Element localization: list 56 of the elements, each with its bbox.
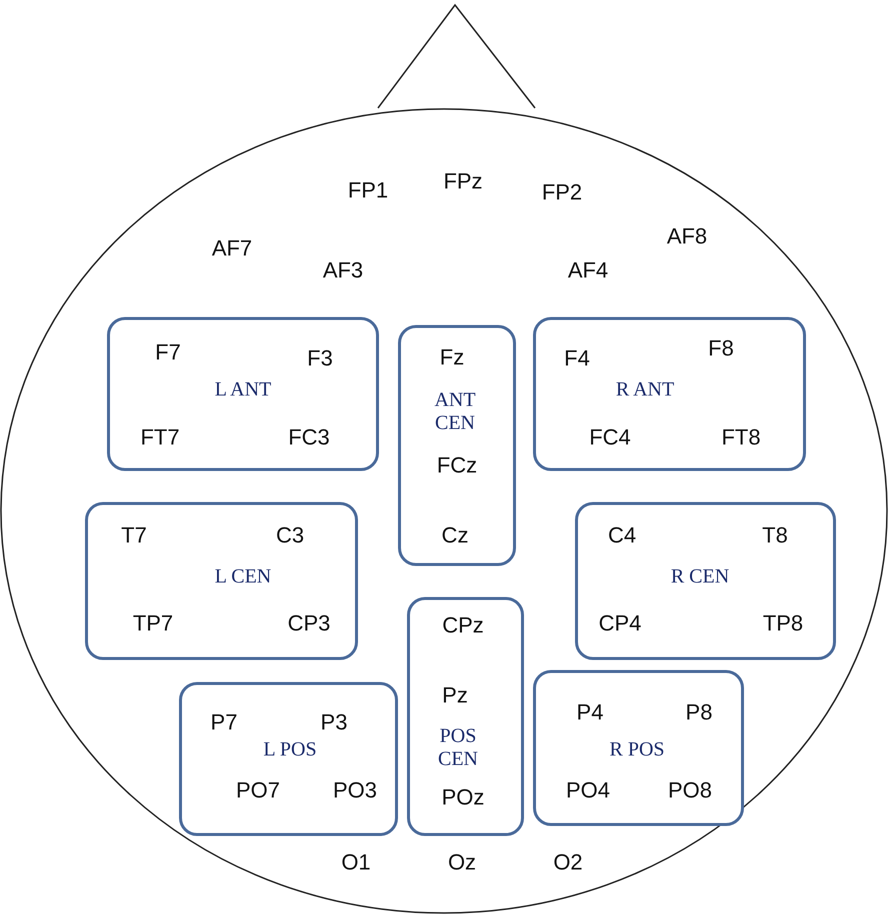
region-label: R ANT [616,378,674,402]
electrode-label: POz [442,784,484,810]
region-label: POS CEN [437,725,479,771]
electrode-label: FPz [443,168,483,194]
region-box [398,325,516,566]
electrode-label: T8 [762,522,788,548]
electrode-label: AF3 [322,257,364,283]
region-label: L CEN [214,566,272,588]
electrode-label: CPz [442,612,484,638]
region-label: R POS [609,738,665,762]
electrode-label: PO4 [566,777,610,803]
electrode-label: FCz [436,452,478,478]
region-label: R CEN [670,566,730,588]
electrode-label: Fz [440,344,464,370]
region-box [179,682,398,836]
region-label: ANT CEN [433,389,477,435]
electrode-label: FP2 [542,179,582,205]
electrode-label: F3 [307,345,333,371]
region-box [85,502,358,660]
region-box [407,597,524,836]
electrode-label: AF4 [568,257,608,283]
electrode-label: F7 [155,339,181,365]
region-label: L POS [263,738,317,762]
electrode-label: F8 [708,335,734,361]
electrode-label: Pz [442,682,468,708]
electrode-label: T7 [121,522,147,548]
electrode-label: TP7 [132,610,174,636]
electrode-label: P8 [686,699,712,725]
electrode-label: C4 [608,522,636,548]
electrode-label: FT8 [721,424,761,450]
electrode-label: P3 [320,709,348,735]
electrode-label: CP4 [598,610,642,636]
electrode-label: P4 [576,699,604,725]
electrode-label: Oz [448,849,476,875]
region-box [533,670,744,826]
electrode-label: FP1 [348,177,388,203]
electrode-label: P7 [210,709,238,735]
region-label: L ANT [214,378,272,402]
electrode-label: Cz [442,522,468,548]
electrode-label: AF7 [212,235,252,261]
electrode-label: F4 [564,345,590,371]
electrode-label: PO3 [332,777,378,803]
region-box [107,317,379,471]
region-box [533,317,806,471]
electrode-label: FC3 [288,424,330,450]
electrode-label: O2 [553,849,583,875]
electrode-label: PO8 [668,777,712,803]
electrode-label: O1 [341,849,371,875]
electrode-label: AF8 [666,223,708,249]
electrode-label: PO7 [236,777,280,803]
electrode-label: FT7 [140,424,180,450]
electrode-label: TP8 [762,610,804,636]
electrode-label: C3 [276,522,304,548]
electrode-label: FC4 [589,424,631,450]
region-box [575,502,836,660]
electrode-label: CP3 [288,610,330,636]
